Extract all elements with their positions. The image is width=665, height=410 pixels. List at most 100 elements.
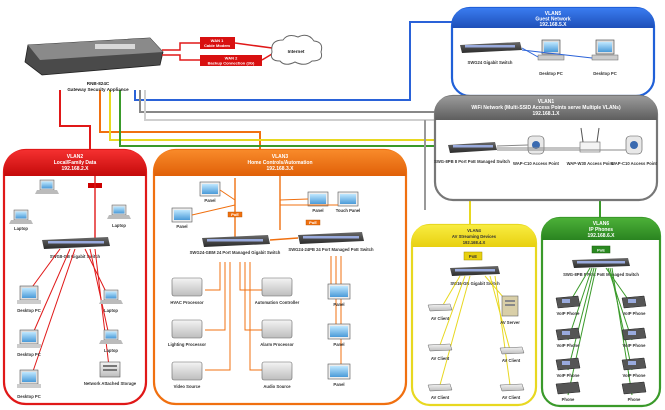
link-red [59, 90, 91, 168]
vlan6-subnet: 192.168.6.X [588, 233, 616, 239]
vlan4-client-3-label: AV Client [502, 358, 521, 363]
vlan3-panel-r1 [327, 283, 351, 300]
vlan2-desktop-2 [17, 329, 41, 348]
vlan4-client-4 [499, 346, 525, 355]
vlan1-subnet: 192.168.1.X [533, 111, 561, 117]
vlan6-phone-label-1: VoIP Phone [623, 311, 647, 316]
vlan6-phone-3 [555, 327, 581, 341]
vlan2-laptop-2 [9, 209, 33, 224]
vlan3-panel-r2 [327, 323, 351, 340]
vlan3-subtitle: Home Controls/Automation [248, 160, 313, 166]
vlan6-subtitle: IP Phones [589, 227, 613, 233]
vlan2-device-4: Desktop PC [17, 394, 41, 399]
vlan3-panel-top-1 [199, 181, 221, 197]
vlan3-right-0: Panel [333, 302, 344, 307]
vlan5-group: VLAN5 Guest Network 192.168.5.X SWG24 Gi… [450, 6, 656, 98]
vlan3-switch1: SWG24-GBM 24 Port Managed Gigabit Switch [190, 250, 281, 255]
vlan5-desktop-2 [591, 39, 619, 61]
vlan3-right-2: Panel [333, 382, 344, 387]
vlan5-pc2: Desktop PC [593, 71, 617, 76]
vlan4-subtitle: AV Streaming Devices [452, 234, 497, 239]
vlan3-box-lighting [171, 319, 203, 339]
vlan2-title: VLAN2 [67, 154, 84, 160]
vlan2-laptop-3 [107, 204, 131, 219]
vlan3-right-1: Panel [333, 342, 344, 347]
vlan4-client-1 [427, 303, 453, 312]
vlan2-device-1: Laptop [112, 223, 126, 228]
vlan3-left-1: Lighting Processor [168, 342, 207, 347]
vlan3-mid-1: Alarm Processor [260, 342, 294, 347]
vlan5-subnet: 192.168.5.X [540, 22, 568, 28]
vlan6-phone-label-0: VoIP Phone [557, 311, 581, 316]
wan2-box [200, 55, 262, 66]
vlan3-panel-r3 [327, 363, 351, 380]
vlan3-left-2: Video Source [174, 384, 201, 389]
vlan3-switch2: SWG24-24PB 24 Port Managed PoE Switch [288, 247, 374, 252]
vlan4-server-label: AV Server [500, 320, 520, 325]
vlan2-subnet: 192.168.2.X [62, 166, 90, 172]
vlan1-title: VLAN1 [538, 99, 555, 105]
wan1-sub: Cable Modem [204, 43, 230, 48]
vlan6-phone-4 [621, 327, 647, 341]
vlan1-subtitle: WiFi Network (Multi-SSID Access Points s… [471, 105, 621, 111]
vlan2-switch: SWG8-GB Gigabit Switch [50, 254, 101, 259]
vlan2-nas [99, 361, 121, 378]
vlan2-laptop-4 [99, 289, 123, 304]
vlan4-title: VLAN4 [467, 228, 481, 233]
wan2-sub: Backup Connection (3G) [208, 61, 255, 66]
vlan1-group: VLAN1 WiFi Network (Multi-SSID Access Po… [433, 94, 659, 202]
vlan6-phone-8 [621, 381, 647, 395]
vlan1-ap-2 [579, 127, 601, 153]
vlan6-phone-label-3: VoIP Phone [623, 343, 647, 348]
vlan6-poe-tag: PoE [597, 248, 605, 253]
wan2-label: WAN 2 [225, 56, 238, 61]
vlan1-ap3: WAP-C10 Access Point [611, 161, 658, 166]
vlan3-box-hvac [171, 277, 203, 297]
wan1-box [200, 37, 235, 49]
vlan1-ap-1 [527, 135, 545, 155]
vlan6-group: VLAN6 IP Phones 192.168.6.X PoE SWG-8PB … [540, 216, 662, 408]
vlan6-title: VLAN6 [593, 221, 610, 227]
vlan6-phone-label-4: VoIP Phone [557, 373, 581, 378]
vlan3-panel-label-3: Panel [312, 208, 323, 213]
vlan6-phone-1 [555, 295, 581, 309]
vlan4-client-5 [499, 383, 525, 392]
vlan3-box-audio [261, 361, 293, 381]
link-light [144, 90, 435, 121]
vlan4-client-0: AV Client [431, 316, 450, 321]
vlan5-desktop-1 [537, 39, 565, 61]
vlan3-touch-panel-label: Touch Panel [336, 208, 361, 213]
vlan6-phone-label-5: VoIP Phone [623, 373, 647, 378]
vlan3-box-alarm [261, 319, 293, 339]
link-blue [134, 21, 452, 101]
vlan5-switch: SWG24 Gigabit Switch [468, 60, 513, 65]
vlan6-phone-label-2: VoIP Phone [557, 343, 581, 348]
vlan2-subtitle: Local/Family Data [54, 160, 97, 166]
vlan1-switch: SWG-8PB 8 Port PoE Managed Switch [434, 159, 510, 164]
vlan2-desktop-3 [17, 369, 41, 388]
vlan4-server [501, 295, 519, 317]
vlan2-device-6: Laptop [104, 348, 118, 353]
vlan6-phone-label-7: Phone [628, 397, 641, 402]
connection-lines [59, 21, 601, 232]
vlan2-device-0: Laptop [14, 226, 28, 231]
vlan4-client-4-label: AV Client [502, 395, 521, 400]
vlan6-phone-label-6: Phone [562, 397, 575, 402]
vlan6-switch: SWG-8PB 8 Port PoE Managed Switch [563, 272, 639, 277]
vlan4-client-3 [427, 383, 453, 392]
vlan3-group: VLAN3 Home Controls/Automation 192.168.3… [152, 148, 408, 406]
vlan5-pc1: Desktop PC [539, 71, 563, 76]
vlan2-device-7: Network Attached Storage [84, 381, 137, 386]
vlan3-subnet: 192.168.3.X [267, 166, 295, 172]
internet-cloud [270, 34, 323, 65]
vlan3-poe-tag-1: PoE [231, 212, 239, 217]
vlan6-phone-7 [555, 381, 581, 395]
gateway-subtitle: Gateway Security Appliance [67, 87, 129, 92]
gateway-name: RNB-824C [87, 81, 110, 86]
vlan4-switch: SW16-GB Gigabit Switch [450, 281, 500, 286]
vlan3-panel-label-1: Panel [204, 198, 215, 203]
vlan1-ap2: WAP-W30 Access Point [567, 161, 614, 166]
vlan6-phone-2 [621, 295, 647, 309]
vlan5-title: VLAN5 [545, 11, 562, 17]
